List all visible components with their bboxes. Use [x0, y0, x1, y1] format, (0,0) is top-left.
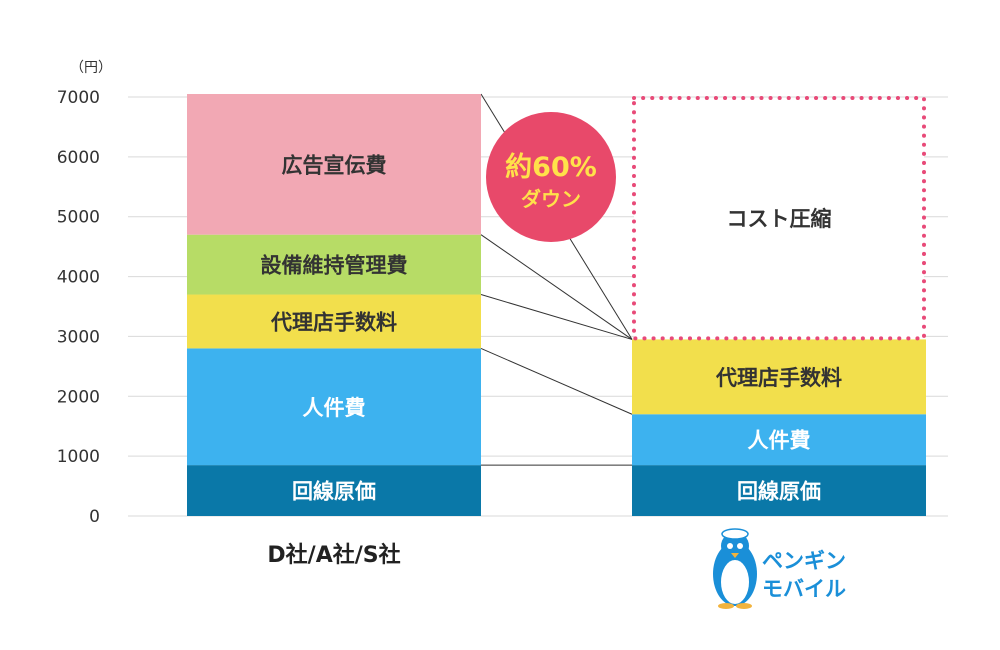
y-tick-label: 3000 — [57, 327, 100, 347]
badge-circle — [486, 112, 616, 242]
bar-segment — [187, 234, 481, 295]
bar-segment-label: 回線原価 — [292, 480, 376, 504]
logo-line2: モバイル — [762, 577, 846, 601]
penguin-mascot-icon — [713, 528, 757, 609]
bar-segment — [187, 94, 481, 235]
connector-line — [480, 234, 633, 340]
bar-segment-label: 代理店手数料 — [270, 310, 397, 334]
bar-segment — [187, 348, 481, 466]
y-tick-label: 7000 — [57, 88, 100, 108]
bar-segment — [632, 414, 926, 466]
y-tick-label: 0 — [89, 507, 100, 527]
bar-segment-label: 人件費 — [303, 396, 366, 420]
y-axis-unit-label: （円） — [70, 60, 112, 76]
bar-segment — [187, 465, 481, 516]
connector-line — [480, 294, 633, 340]
cost-reduction-box: コスト圧縮 — [632, 96, 926, 341]
y-axis-ticks: 0 1000 2000 3000 4000 5000 6000 7000 — [57, 88, 100, 527]
bar-segment — [187, 294, 481, 349]
logo-line1: ペンギン — [762, 549, 846, 573]
bar-segment-label: 設備維持管理費 — [261, 254, 408, 278]
y-tick-label: 4000 — [57, 268, 100, 288]
reduction-label: コスト圧縮 — [727, 207, 832, 231]
y-tick-label: 5000 — [57, 208, 100, 228]
bar-segment-label: 広告宣伝費 — [282, 153, 387, 177]
bar-segment-label: 人件費 — [748, 429, 811, 453]
badge-line2: ダウン — [521, 187, 581, 211]
reduction-badge: 約60% ダウン — [486, 112, 616, 242]
category-label-competitors: D社/A社/S社 — [267, 542, 400, 568]
connector-line — [480, 347, 633, 415]
y-tick-label: 2000 — [57, 387, 100, 407]
bar-segment-label: 回線原価 — [737, 480, 821, 504]
y-tick-label: 1000 — [57, 447, 100, 467]
bar-segment — [632, 465, 926, 516]
bar-segment — [632, 339, 926, 415]
reduction-box-outline — [632, 96, 926, 341]
y-tick-label: 6000 — [57, 148, 100, 168]
bar-segment-label: 代理店手数料 — [715, 366, 842, 390]
badge-line1: 約60% — [505, 151, 597, 183]
